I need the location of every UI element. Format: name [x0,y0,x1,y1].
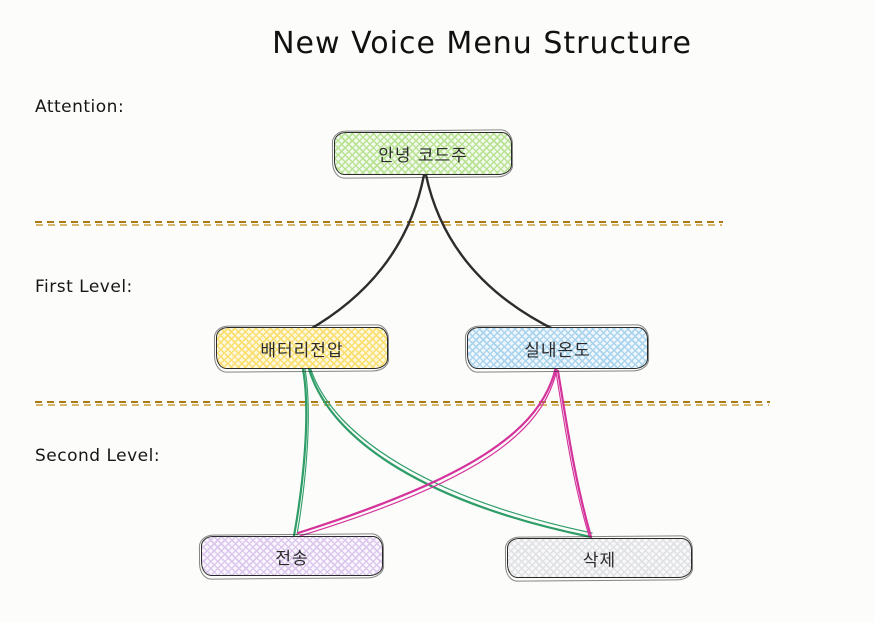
node-battery-voltage[interactable]: 배터리전압 [216,327,388,369]
edge-battery-delete-echo [309,366,593,534]
node-delete[interactable]: 삭제 [507,538,692,578]
edge-battery-delete [307,367,593,539]
node-delete-label: 삭제 [582,550,617,571]
node-send-label: 전송 [275,548,309,569]
edge-temp-send-echo [299,368,558,537]
node-send[interactable]: 전송 [201,536,383,576]
diagram-title: New Voice Menu Structure [272,26,692,61]
node-battery-voltage-label: 배터리전압 [260,340,344,361]
edge-battery-send [292,367,308,538]
section-label-second-level: Second Level: [35,446,161,466]
edge-greeting-temp [424,173,559,333]
edge-temp-delete-echo [555,371,590,537]
node-indoor-temperature[interactable]: 실내온도 [467,327,648,369]
section-label-first-level: First Level: [35,277,133,297]
edge-battery-send-echo [296,368,309,536]
node-greeting[interactable]: 안녕 코드주 [334,132,512,175]
edge-temp-send [296,365,558,535]
node-greeting-label: 안녕 코드주 [378,146,468,166]
edge-greeting-battery [305,173,426,333]
edge-temp-delete [556,369,593,539]
section-label-attention: Attention: [35,97,125,117]
node-indoor-temperature-label: 실내온도 [524,340,591,361]
